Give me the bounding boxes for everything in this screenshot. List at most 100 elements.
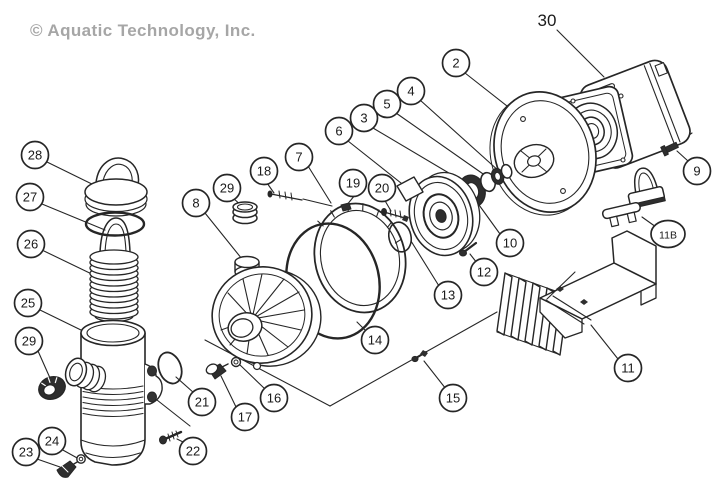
callout-label: 23 [19,445,33,460]
callout-9: 9 [682,156,712,186]
leader-line [302,198,333,207]
callout-24: 24 [37,426,67,456]
leader-line [39,309,84,332]
part-screw-22 [159,430,183,445]
callout-28: 28 [20,140,50,170]
callout-circle [14,326,44,356]
part-diffuser [211,255,322,371]
callout-label: 13 [441,288,455,303]
callout-11: 11 [613,353,643,383]
leader-line [410,240,440,287]
leader-line [356,321,367,332]
part-adapter-cap [232,201,258,225]
part-gasket-13 [387,221,413,253]
part-bolt-15 [411,350,428,363]
part-switch-boot-11b [627,167,666,210]
callout-label: 7 [295,150,302,165]
leader-line [204,339,331,407]
callout-label: 27 [23,190,37,205]
leader-line [419,99,501,173]
callout-circle [495,228,525,258]
callout-22: 22 [178,436,208,466]
callout-circle [15,182,45,212]
part-lid-oring-27 [84,211,146,237]
callout-circle [249,156,279,186]
leader-line [220,375,238,410]
callout-29: 29 [14,326,44,356]
callout-3: 3 [349,103,379,133]
leader-line [676,150,689,162]
callout-label: 9 [693,164,700,179]
callout-circle [181,188,211,218]
callout-label: 12 [477,265,491,280]
callout-10: 10 [495,228,525,258]
callout-label: 11 [621,361,635,376]
callout-20: 20 [367,173,397,203]
callout-label: 24 [45,434,59,449]
callout-circle [37,426,67,456]
callout-label: 2 [452,56,459,71]
callout-12: 12 [469,257,499,287]
callout-21: 21 [187,387,217,417]
part-oring-16 [230,356,242,368]
watermark-text: © Aquatic Technology, Inc. [30,21,256,40]
part-strainer-housing [64,319,163,466]
callout-circle [16,229,46,259]
callout-label: 25 [21,296,35,311]
callout-circle [433,280,463,310]
callout-label: 5 [383,97,390,112]
leader-line [641,216,657,228]
callout-25: 25 [13,288,43,318]
leader-line [395,112,487,177]
callout-19: 19 [338,168,368,198]
callout-13: 13 [433,280,463,310]
part-screw-18 [267,190,303,201]
callout-label: 29 [22,334,36,349]
part-strainer-lid [84,157,148,217]
callout-label: 30 [538,11,557,30]
callout-8: 8 [181,188,211,218]
callout-circle [259,383,289,413]
callout-circle [441,48,471,78]
callout-circle [284,142,314,172]
callout-11b: 11B [650,219,686,249]
callout-label: 4 [407,84,414,99]
leader-line [36,458,61,468]
callout-circle [11,437,41,467]
leader-line [307,165,332,204]
callout-circle [324,116,354,146]
callout-label: 28 [28,148,42,163]
callout-16: 16 [259,383,289,413]
callout-circle [212,173,242,203]
callout-7: 7 [284,142,314,172]
callout-15: 15 [438,383,468,413]
part-screw-20 [381,208,409,222]
callout-26: 26 [16,229,46,259]
callout-label: 11B [659,230,677,242]
callout-circle [20,140,50,170]
callout-29: 29 [212,173,242,203]
callout-circle [349,103,379,133]
callout-circle [367,173,397,203]
callout-14: 14 [360,325,390,355]
callout-circle [187,387,217,417]
callout-circle [338,168,368,198]
part-switch-plate-11b [601,201,641,228]
callout-label: 3 [360,111,367,126]
callout-label: 8 [192,196,199,211]
part-basket-26 [89,217,139,323]
leader-line [41,203,106,231]
callout-6: 6 [324,116,354,146]
leader-line [590,324,619,360]
part-motor-base [496,230,657,356]
callout-circle [372,89,402,119]
callout-label: 26 [24,237,38,252]
callout-circle [360,325,390,355]
part-key-tab [396,176,424,202]
part-oring-24 [76,454,86,464]
callout-18: 18 [249,156,279,186]
part-screw-12 [459,241,478,257]
callout-label: 20 [375,181,389,196]
